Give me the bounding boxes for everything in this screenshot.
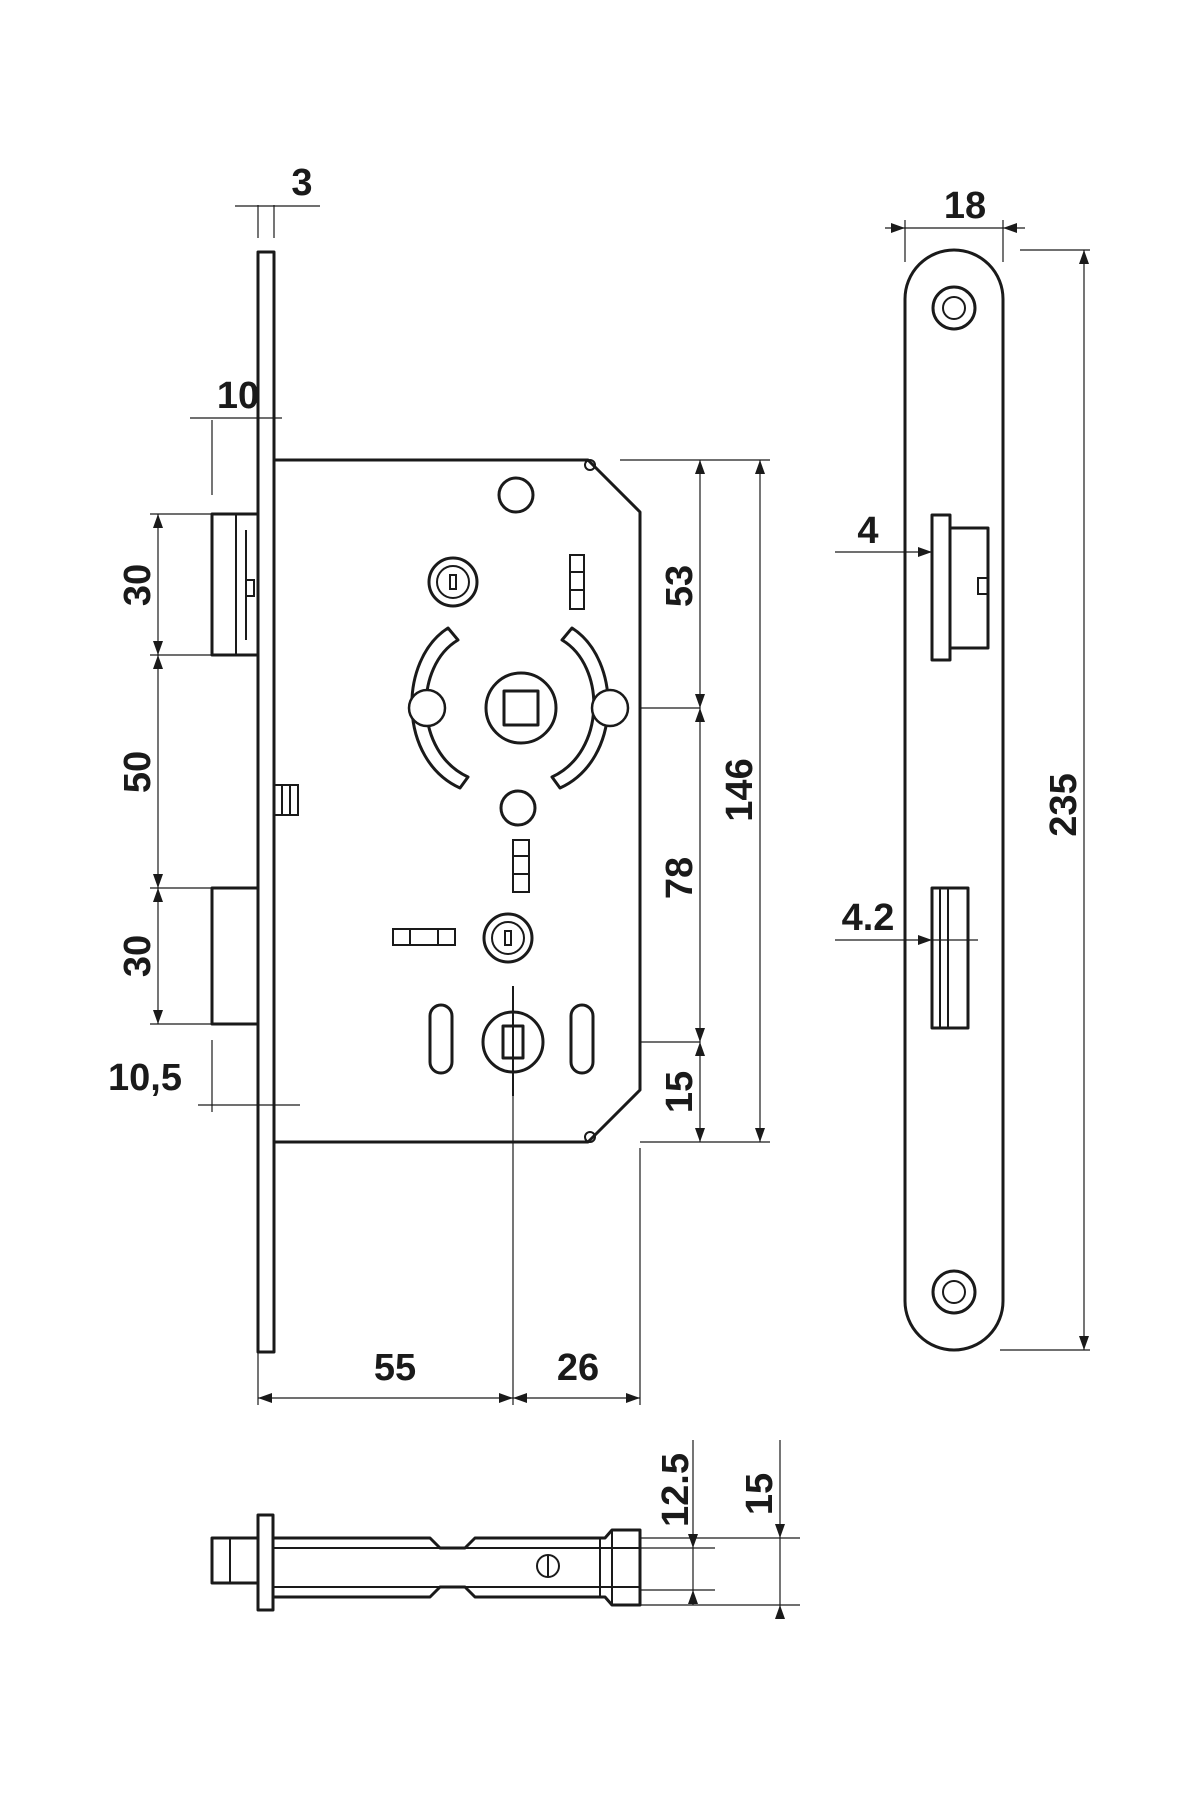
upper-rivet-slot xyxy=(449,574,457,590)
side-case-body xyxy=(271,1528,642,1607)
left-lever-pin xyxy=(407,688,447,728)
dim-label-4-2: 4.2 xyxy=(842,897,895,939)
upper-screw-hole xyxy=(931,285,977,331)
latch-bolt-detail xyxy=(235,514,255,655)
horizontal-spring xyxy=(392,928,456,946)
side-faceplate xyxy=(256,1513,275,1612)
right-lever-pin xyxy=(590,688,630,728)
upper-fixing-hole xyxy=(497,476,535,514)
left-arc-slot xyxy=(410,626,470,790)
lower-rivet-slot xyxy=(504,930,512,946)
middle-fixing-hole xyxy=(499,789,537,827)
strike-plate-dimensions: 18 235 4 4.2 xyxy=(835,185,1090,1351)
upper-rivet-inner xyxy=(436,565,470,599)
dim-label-50: 50 xyxy=(117,751,159,793)
faceplate xyxy=(256,250,276,1354)
dim-label-78: 78 xyxy=(659,857,701,899)
dim-label-18: 18 xyxy=(944,185,986,227)
strike-latch-opening xyxy=(930,513,990,662)
dim-label-10-5: 10,5 xyxy=(108,1057,182,1099)
auxiliary-latch-detail xyxy=(281,785,291,815)
dim-label-53: 53 xyxy=(659,565,701,607)
upper-spring-slot xyxy=(569,554,585,610)
dim-label-30-top: 30 xyxy=(117,564,159,606)
middle-spring-slot xyxy=(512,839,530,893)
dim-label-146: 146 xyxy=(719,758,761,821)
dim-label-10: 10 xyxy=(217,375,259,417)
side-bolt-nose xyxy=(210,1536,260,1585)
strike-bolt-opening xyxy=(930,886,970,1030)
dim-label-4: 4 xyxy=(857,510,878,552)
upper-rivet xyxy=(427,556,479,608)
dim-label-12-5: 12.5 xyxy=(655,1453,697,1527)
dim-label-15-right: 15 xyxy=(659,1071,701,1113)
left-oval-slot xyxy=(428,1003,454,1075)
auxiliary-latch xyxy=(273,784,299,816)
lower-rivet-inner xyxy=(491,921,525,955)
right-oval-slot xyxy=(569,1003,595,1075)
dim-label-235: 235 xyxy=(1043,773,1085,836)
lower-screw-hole xyxy=(931,1269,977,1315)
dim-label-15-side: 15 xyxy=(739,1473,781,1515)
dim-label-3: 3 xyxy=(291,162,312,204)
dim-label-55: 55 xyxy=(374,1347,416,1389)
follower xyxy=(484,671,558,745)
case-corner-bottom xyxy=(584,1131,596,1143)
dim-label-30-bottom: 30 xyxy=(117,935,159,977)
dead-bolt xyxy=(210,886,258,1026)
front-view xyxy=(210,250,642,1354)
side-case-detail xyxy=(273,1530,640,1605)
lock-case xyxy=(272,458,642,1144)
strike-plate-view xyxy=(903,248,1005,1352)
right-arc-slot xyxy=(550,626,610,790)
lower-rivet xyxy=(482,912,534,964)
dim-label-26: 26 xyxy=(557,1347,599,1389)
side-view xyxy=(210,1513,642,1612)
strike-plate xyxy=(903,248,1005,1352)
side-view-dimensions: 12.5 15 xyxy=(640,1440,800,1619)
emergency-release xyxy=(481,986,545,1096)
front-view-dimensions: 3 10 30 50 30 10,5 53 78 15 146 55 26 xyxy=(108,162,770,1405)
case-corner-top xyxy=(584,459,596,471)
